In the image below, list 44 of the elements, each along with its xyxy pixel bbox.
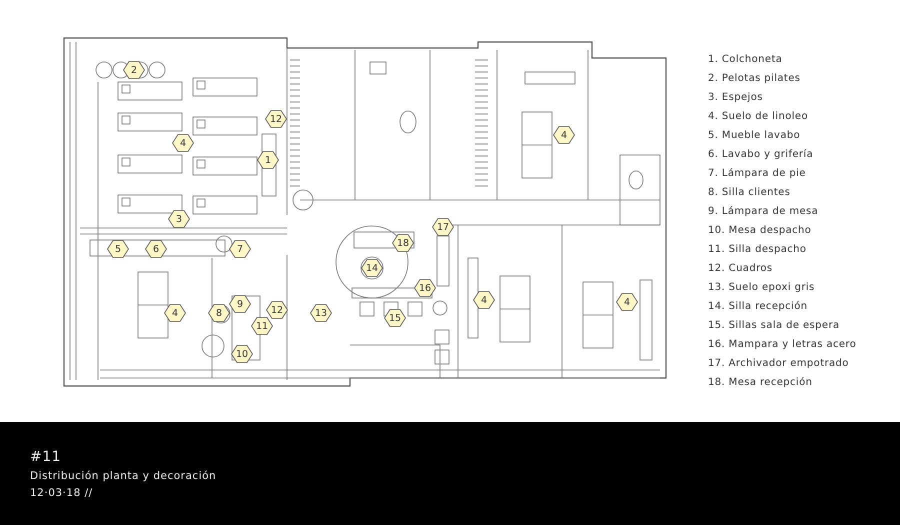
- callout-number: 15: [384, 309, 406, 327]
- legend-item: 14. Silla recepción: [708, 301, 808, 312]
- legend-item: 18. Mesa recepción: [708, 377, 812, 388]
- callout-number: 5: [107, 240, 129, 258]
- legend-item: 8. Silla clientes: [708, 187, 790, 198]
- callout-number: 2: [123, 61, 145, 79]
- sheet-number: #11: [30, 449, 62, 465]
- legend-item: 13. Suelo epoxi gris: [708, 282, 815, 293]
- legend-item: 2. Pelotas pilates: [708, 73, 800, 84]
- title: Distribución planta y decoración: [30, 470, 216, 482]
- callout-number: 4: [164, 304, 186, 322]
- legend-item: 17. Archivador empotrado: [708, 358, 849, 369]
- callout-number: 17: [432, 218, 454, 236]
- legend-item: 10. Mesa despacho: [708, 225, 812, 236]
- callout-number: 4: [553, 126, 575, 144]
- callout-number: 3: [168, 210, 190, 228]
- callout-number: 18: [392, 234, 414, 252]
- legend-item: 5. Mueble lavabo: [708, 130, 800, 141]
- callout-number: 4: [172, 134, 194, 152]
- legend-item: 7. Lámpara de pie: [708, 168, 806, 179]
- legend-item: 3. Espejos: [708, 92, 763, 103]
- callout-number: 7: [229, 240, 251, 258]
- callout-number: 10: [231, 345, 253, 363]
- callout-number: 6: [145, 240, 167, 258]
- legend-item: 16. Mampara y letras acero: [708, 339, 856, 350]
- callout-number: 8: [208, 304, 230, 322]
- callout-number: 16: [414, 279, 436, 297]
- callout-number: 4: [473, 291, 495, 309]
- callout-number: 11: [251, 317, 273, 335]
- callout-number: 13: [310, 304, 332, 322]
- legend-item: 6. Lavabo y grifería: [708, 149, 814, 160]
- callout-number: 14: [361, 259, 383, 277]
- callout-number: 1: [257, 151, 279, 169]
- legend-item: 12. Cuadros: [708, 263, 772, 274]
- legend-item: 1. Colchoneta: [708, 54, 782, 65]
- legend-item: 9. Lámpara de mesa: [708, 206, 818, 217]
- callout-number: 9: [229, 295, 251, 313]
- callout-number: 12: [266, 301, 288, 319]
- legend-item: 11. Silla despacho: [708, 244, 806, 255]
- callout-number: 4: [616, 293, 638, 311]
- date-text: 12·03·18 //: [30, 487, 93, 499]
- callout-number: 12: [265, 110, 287, 128]
- legend-item: 4. Suelo de linoleo: [708, 111, 808, 122]
- legend-item: 15. Sillas sala de espera: [708, 320, 840, 331]
